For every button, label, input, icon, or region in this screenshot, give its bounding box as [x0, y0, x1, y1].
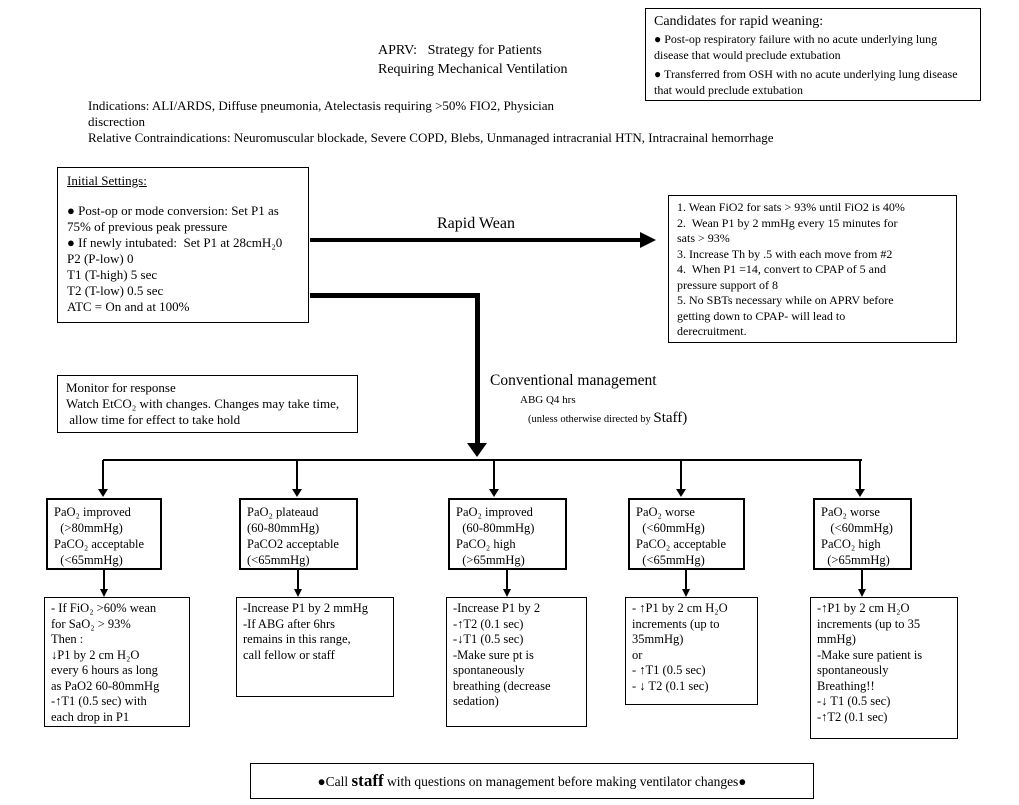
condition-box-4: PaO₂ worse (<60mmHg) PaCO₂ acceptable (<…	[628, 498, 745, 570]
page-title-line1: APRV: Strategy for Patients	[378, 43, 542, 58]
initial-settings-heading: Initial Settings:	[67, 173, 147, 188]
condition-box-2: PaO₂ plateaud (60-80mmHg) PaCO2 acceptab…	[239, 498, 358, 570]
conventional-title: Conventional management	[490, 372, 657, 389]
condition-text-2: PaO₂ plateaud (60-80mmHg) PaCO2 acceptab…	[247, 505, 339, 567]
conventional-block: Conventional management ABG Q4 hrs (unle…	[490, 371, 687, 427]
candidates-bullet-1: ● Post-op respiratory failure with no ac…	[654, 32, 941, 62]
candidates-box: Candidates for rapid weaning: ● Post-op …	[645, 8, 981, 101]
connector-arrow-3	[506, 570, 508, 590]
connector-arrowhead-3	[502, 589, 511, 597]
footer-text-post: with questions on management before maki…	[383, 774, 747, 789]
connector-arrow-5	[861, 570, 863, 590]
connector-arrow-1	[103, 570, 105, 590]
rapid-wean-steps: 1. Wean FiO2 for sats > 93% until FiO2 i…	[677, 200, 905, 338]
branch-arrowhead-4	[676, 489, 686, 497]
branch-arrowhead-3	[489, 489, 499, 497]
condition-box-5: PaO₂ worse (<60mmHg) PaCO₂ high (>65mmHg…	[813, 498, 912, 570]
action-text-1: - If FiO₂ >60% wean for SaO₂ > 93% Then …	[51, 601, 160, 724]
monitor-text: Monitor for response Watch EtCO₂ with ch…	[66, 380, 340, 427]
conventional-staff-note-small: (unless otherwise directed by	[528, 414, 654, 425]
conventional-elbow-horizontal	[310, 293, 480, 298]
footer-text-staff: staff	[351, 771, 384, 790]
condition-text-1: PaO₂ improved (>80mmHg) PaCO₂ acceptable…	[54, 505, 145, 567]
condition-box-3: PaO₂ improved (60-80mmHg) PaCO₂ high (>6…	[448, 498, 567, 570]
connector-arrow-4	[685, 570, 687, 590]
rapid-wean-steps-box: 1. Wean FiO2 for sats > 93% until FiO2 i…	[668, 195, 957, 343]
conventional-elbow-vertical	[475, 293, 480, 443]
rapid-wean-arrow	[310, 238, 642, 242]
condition-text-3: PaO₂ improved (60-80mmHg) PaCO₂ high (>6…	[456, 505, 535, 567]
branch-arrowhead-2	[292, 489, 302, 497]
branch-arrowhead-1	[98, 489, 108, 497]
action-box-4: - ↑P1 by 2 cm H₂O increments (up to 35mm…	[625, 597, 758, 705]
conventional-staff-note: (unless otherwise directed by Staff)	[528, 409, 687, 427]
candidates-bullet-2: ● Transferred from OSH with no acute und…	[654, 67, 961, 97]
action-text-2: -Increase P1 by 2 mmHg -If ABG after 6hr…	[243, 601, 368, 662]
action-box-5: -↑P1 by 2 cm H₂O increments (up to 35 mm…	[810, 597, 958, 739]
action-box-2: -Increase P1 by 2 mmHg -If ABG after 6hr…	[236, 597, 394, 697]
branch-arrow-5	[859, 460, 861, 490]
page-title: APRV: Strategy for Patients Requiring Me…	[378, 41, 567, 79]
action-text-3: -Increase P1 by 2 -↑T2 (0.1 sec) -↓T1 (0…	[453, 601, 551, 708]
action-box-3: -Increase P1 by 2 -↑T2 (0.1 sec) -↓T1 (0…	[446, 597, 587, 727]
conventional-arrowhead	[467, 443, 487, 457]
candidates-heading: Candidates for rapid weaning:	[654, 14, 824, 29]
rapid-wean-arrowhead	[640, 232, 656, 248]
branch-arrow-3	[493, 460, 495, 490]
branch-arrow-4	[680, 460, 682, 490]
action-box-1: - If FiO₂ >60% wean for SaO₂ > 93% Then …	[44, 597, 190, 727]
initial-settings-box: Initial Settings: ● Post-op or mode conv…	[57, 167, 309, 323]
rapid-wean-label: Rapid Wean	[437, 215, 515, 232]
branch-arrow-2	[296, 460, 298, 490]
condition-text-4: PaO₂ worse (<60mmHg) PaCO₂ acceptable (<…	[636, 505, 727, 567]
branch-arrowhead-5	[855, 489, 865, 497]
monitor-box: Monitor for response Watch EtCO₂ with ch…	[57, 375, 358, 433]
initial-settings-body: ● Post-op or mode conversion: Set P1 as …	[67, 203, 283, 314]
branch-line	[103, 459, 862, 461]
branch-arrow-1	[102, 460, 104, 490]
conventional-abg-note: ABG Q4 hrs	[520, 394, 576, 406]
connector-arrowhead-4	[681, 589, 690, 597]
connector-arrowhead-2	[293, 589, 302, 597]
action-text-5: -↑P1 by 2 cm H₂O increments (up to 35 mm…	[817, 601, 923, 724]
footer-text-pre: ●Call	[317, 774, 352, 789]
footer-box: ●Call staff with questions on management…	[250, 763, 814, 799]
conventional-staff-note-large: Staff)	[653, 410, 688, 426]
connector-arrowhead-1	[99, 589, 108, 597]
action-text-4: - ↑P1 by 2 cm H₂O increments (up to 35mm…	[632, 601, 728, 693]
condition-text-5: PaO₂ worse (<60mmHg) PaCO₂ high (>65mmHg…	[821, 505, 893, 567]
condition-box-1: PaO₂ improved (>80mmHg) PaCO₂ acceptable…	[46, 498, 162, 570]
connector-arrowhead-5	[857, 589, 866, 597]
connector-arrow-2	[297, 570, 299, 590]
footer-text: ●Call staff with questions on management…	[251, 764, 813, 798]
page-title-line2: Requiring Mechanical Ventilation	[378, 62, 568, 77]
indications-text: Indications: ALI/ARDS, Diffuse pneumonia…	[88, 98, 774, 145]
